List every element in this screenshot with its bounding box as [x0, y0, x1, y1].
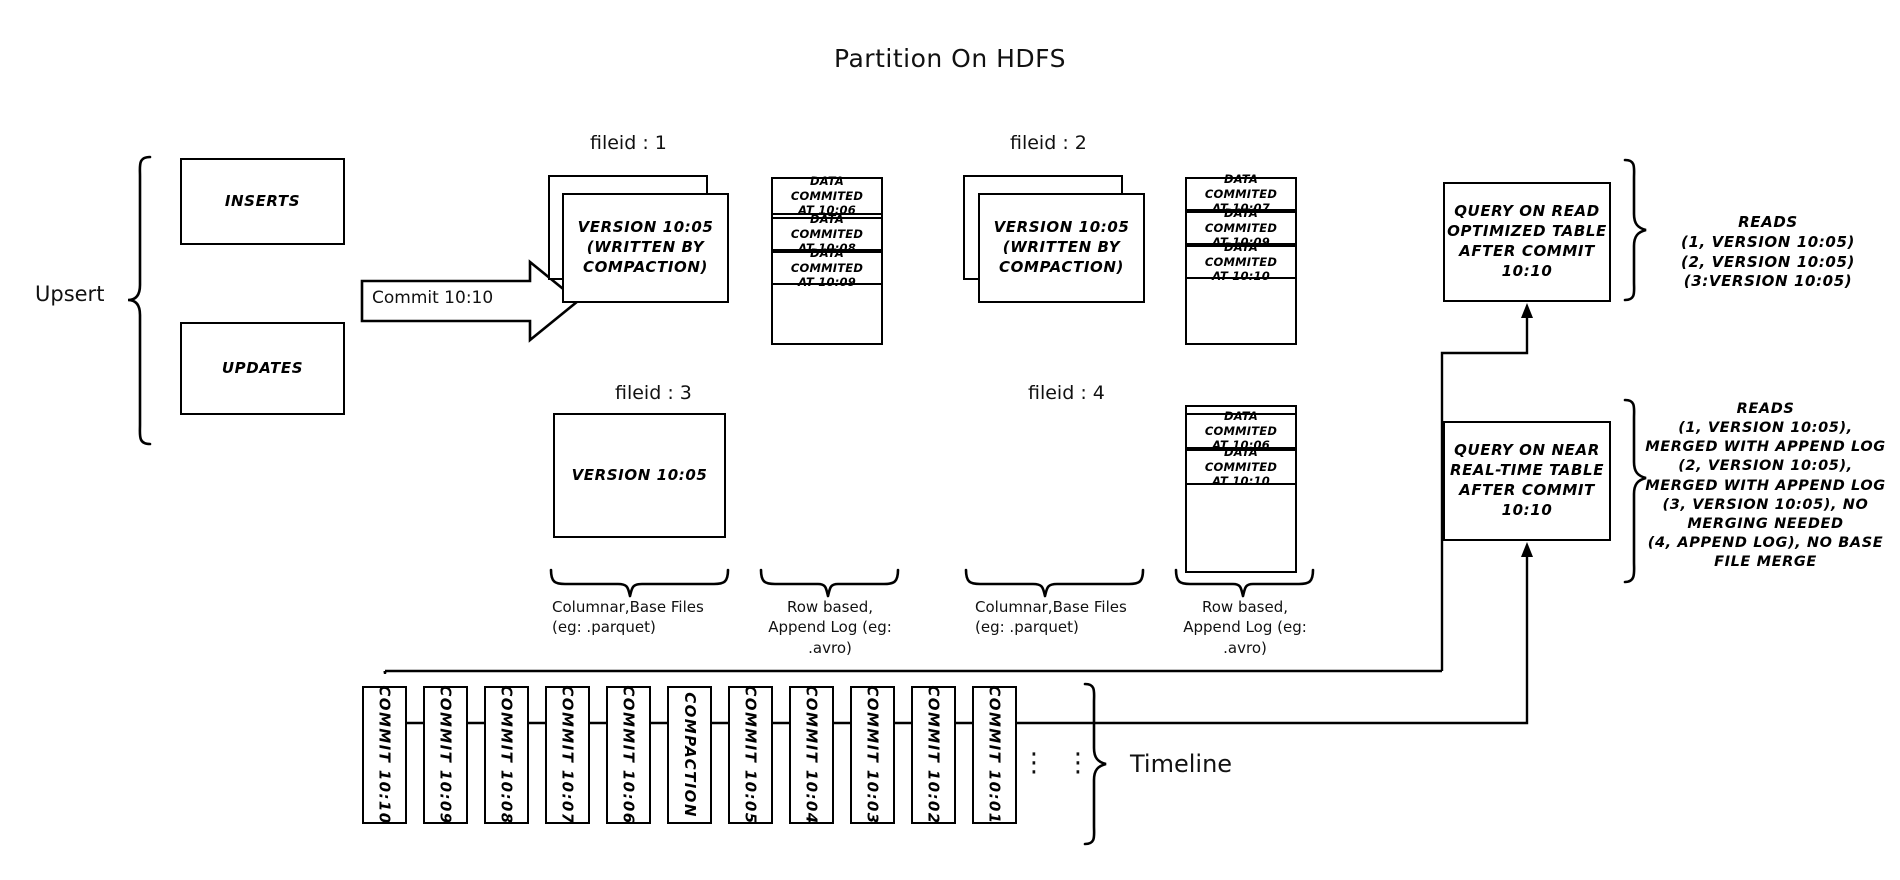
timeline-item-label: COMMIT 10:04 — [802, 685, 821, 825]
timeline-ellipsis-1: ⋮ — [1021, 748, 1047, 778]
timeline-item-label: COMMIT 10:06 — [619, 685, 638, 825]
log-entry-text: DATA COMMITED AT 10:06 — [790, 174, 864, 218]
query-read-optimized-box[interactable]: QUERY ON READ OPTIMIZED TABLE AFTER COMM… — [1443, 182, 1611, 302]
fileid3-base-file-text: VERSION 10:05 — [571, 465, 708, 484]
fileid2-base-file-text: VERSION 10:05 (WRITTEN BY COMPACTION) — [993, 218, 1130, 276]
query-near-real-time-text: QUERY ON NEAR REAL-TIME TABLE AFTER COMM… — [1449, 441, 1605, 519]
fileid4-log-entry-0: DATA COMMITED AT 10:06 — [1185, 409, 1297, 452]
timeline-item-3[interactable]: COMMIT 10:07 — [545, 685, 590, 825]
fileid1-log-entry-0: DATA COMMITED AT 10:06 — [771, 174, 883, 218]
timeline-item-label: COMPACTION — [680, 692, 699, 818]
fileid3-base-file: VERSION 10:05 — [553, 413, 726, 538]
query-read-optimized-text: QUERY ON READ OPTIMIZED TABLE AFTER COMM… — [1447, 202, 1607, 280]
timeline-ellipsis-2: ⋮ — [1065, 748, 1091, 778]
timeline-label: Timeline — [1130, 750, 1233, 778]
timeline-item-label: COMMIT 10:03 — [863, 685, 882, 825]
timeline-item-label: COMMIT 10:08 — [497, 685, 516, 825]
commit-arrow-label: Commit 10:10 — [372, 288, 494, 308]
timeline-item-0[interactable]: COMMIT 10:10 — [362, 685, 407, 825]
reads-near-real-time: READS (1, VERSION 10:05), MERGED WITH AP… — [1645, 401, 1886, 570]
fileid2-header: fileid : 2 — [1010, 132, 1087, 154]
caption-rowbased-right: Row based, Append Log (eg: .avro) — [1183, 598, 1307, 657]
updates-box: UPDATES — [180, 322, 345, 415]
timeline-item-label: COMMIT 10:05 — [741, 685, 760, 825]
updates-label: UPDATES — [221, 358, 304, 377]
timeline-item-label: COMMIT 10:07 — [558, 685, 577, 825]
fileid1-base-file: VERSION 10:05 (WRITTEN BY COMPACTION) — [562, 193, 729, 303]
fileid1-base-file-text: VERSION 10:05 (WRITTEN BY COMPACTION) — [577, 218, 714, 276]
caption-columnar-right: Columnar,Base Files (eg: .parquet) — [975, 598, 1127, 637]
log-entry-text: DATA COMMITED AT 10:09 — [790, 246, 864, 290]
fileid1-header: fileid : 1 — [590, 132, 667, 154]
timeline-item-label: COMMIT 10:09 — [436, 685, 455, 825]
inserts-box: INSERTS — [180, 158, 345, 245]
caption-rowbased-left: Row based, Append Log (eg: .avro) — [768, 598, 892, 657]
caption-columnar-left: Columnar,Base Files (eg: .parquet) — [552, 598, 704, 637]
upsert-label: Upsert — [35, 282, 105, 306]
timeline-item-compaction[interactable]: COMPACTION — [667, 686, 712, 824]
reads-read-optimized: READS (1, VERSION 10:05) (2, VERSION 10:… — [1681, 213, 1855, 291]
timeline-item-label: COMMIT 10:02 — [924, 685, 943, 825]
timeline-item-2[interactable]: COMMIT 10:08 — [484, 685, 529, 825]
timeline-item-7[interactable]: COMMIT 10:04 — [789, 685, 834, 825]
query-near-real-time-box[interactable]: QUERY ON NEAR REAL-TIME TABLE AFTER COMM… — [1443, 421, 1611, 541]
timeline-item-6[interactable]: COMMIT 10:05 — [728, 685, 773, 825]
timeline-item-1[interactable]: COMMIT 10:09 — [423, 685, 468, 825]
inserts-label: INSERTS — [224, 191, 301, 210]
page-title: Partition On HDFS — [834, 44, 1066, 73]
fileid1-log-entry-2: DATA COMMITED AT 10:09 — [771, 246, 883, 289]
timeline-item-9[interactable]: COMMIT 10:02 — [911, 685, 956, 825]
log-entry-text: DATA COMMITED AT 10:10 — [1204, 445, 1278, 489]
fileid3-header: fileid : 3 — [615, 382, 692, 404]
log-entry-text: DATA COMMITED AT 10:10 — [1204, 240, 1278, 284]
timeline-item-8[interactable]: COMMIT 10:03 — [850, 685, 895, 825]
log-entry-text: DATA COMMITED AT 10:06 — [1204, 409, 1278, 453]
fileid2-log-entry-1: DATA COMMITED AT 10:09 — [1185, 206, 1297, 249]
fileid4-header: fileid : 4 — [1028, 382, 1105, 404]
fileid2-log-entry-2: DATA COMMITED AT 10:10 — [1185, 240, 1297, 283]
timeline-item-10[interactable]: COMMIT 10:01 — [972, 685, 1017, 825]
fileid4-log-entry-1: DATA COMMITED AT 10:10 — [1185, 445, 1297, 488]
timeline-item-label: COMMIT 10:10 — [375, 685, 394, 825]
fileid2-base-file: VERSION 10:05 (WRITTEN BY COMPACTION) — [978, 193, 1145, 303]
timeline-item-label: COMMIT 10:01 — [985, 685, 1004, 825]
timeline-item-4[interactable]: COMMIT 10:06 — [606, 685, 651, 825]
